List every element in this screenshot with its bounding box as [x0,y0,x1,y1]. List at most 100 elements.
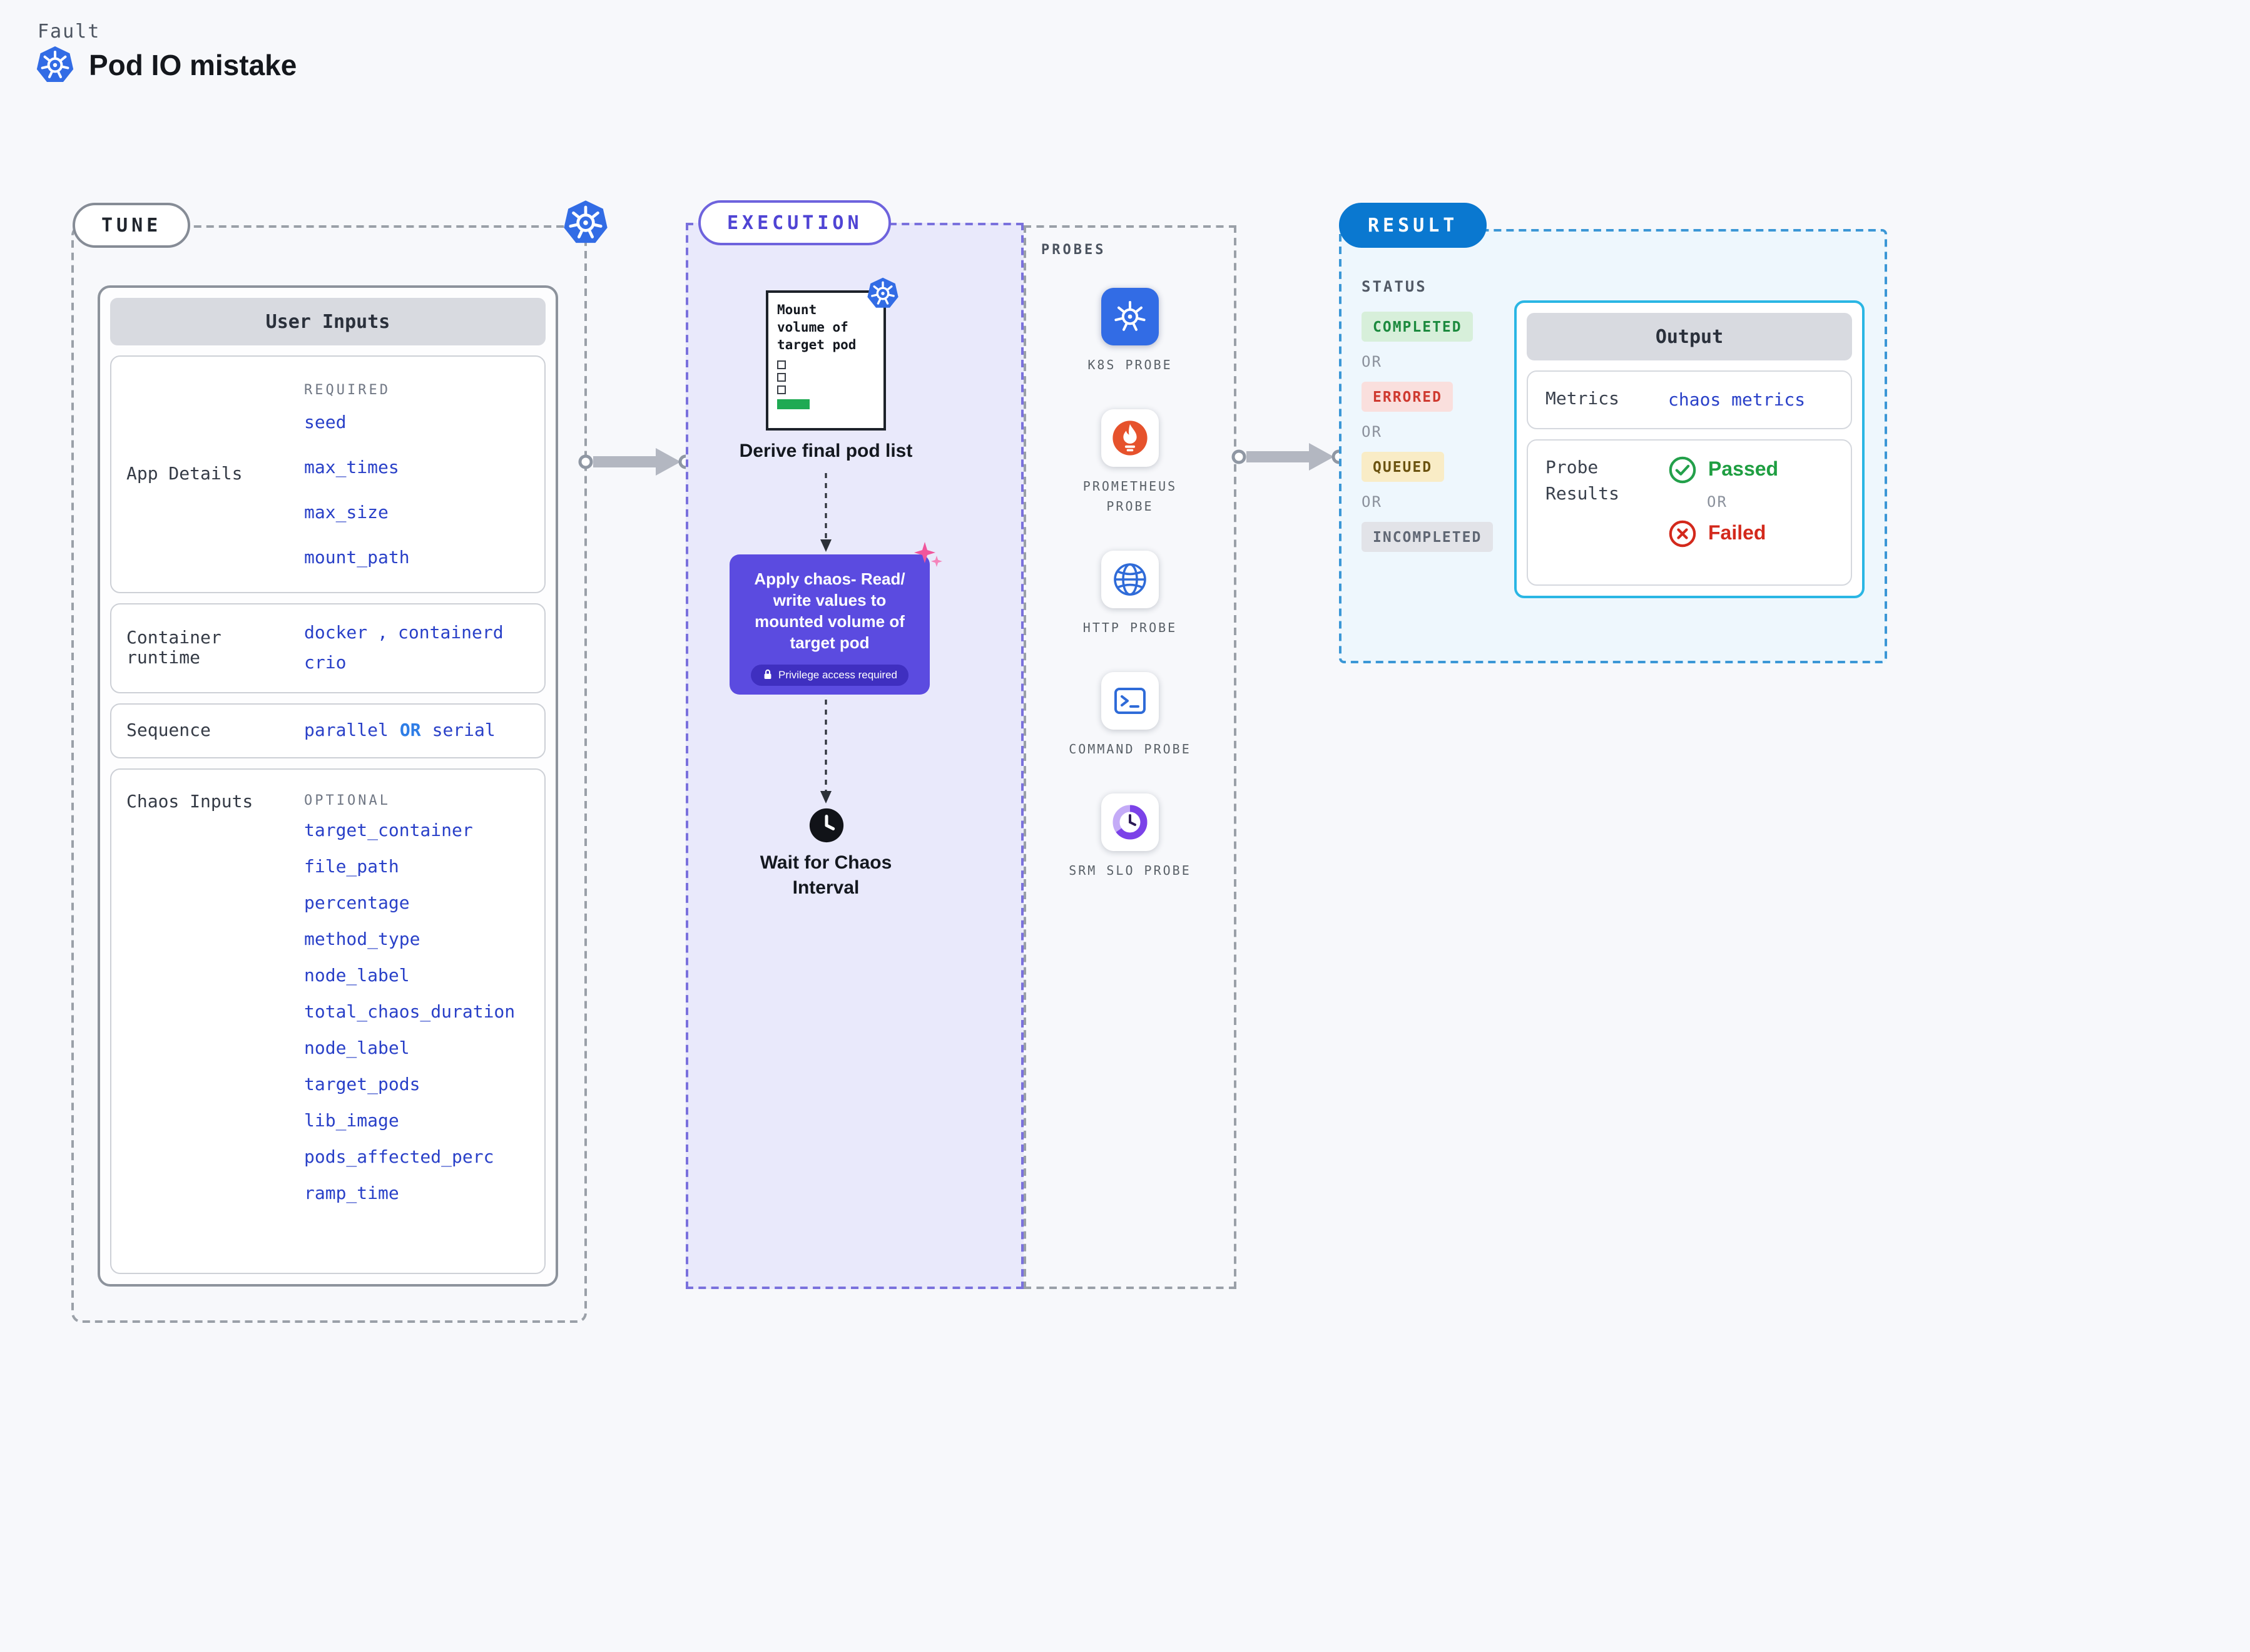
note-checklist [777,360,875,394]
passed-line: Passed [1668,456,1778,484]
page-title: Pod IO mistake [89,48,297,81]
required-tag: REQUIRED [304,381,390,397]
apply-chaos-step: Apply chaos- Read/ write values to mount… [730,542,942,695]
status-or: OR [1362,353,1382,370]
app-details-row: App Details REQUIRED seed max_times max_… [110,355,546,593]
gauge-icon [1101,793,1159,851]
chaos-inputs-row: Chaos Inputs OPTIONAL target_container f… [110,768,546,1274]
optional-tag: OPTIONAL [304,792,390,808]
status-title: STATUS [1362,278,1427,295]
failed-line: Failed [1668,519,1778,548]
status-badge-errored: ERRORED [1362,382,1453,412]
chaos-inputs-label: Chaos Inputs [126,792,253,812]
check-circle-icon [1669,456,1696,484]
probe-name: HTTP PROBE [1082,622,1178,636]
param-link-target-container[interactable]: target_container [304,821,473,841]
param-link-max-times[interactable]: max_times [304,457,399,477]
metrics-label: Metrics [1545,389,1620,409]
kubernetes-icon [36,46,74,82]
container-runtime-row: Container runtime docker, containerd crio [110,603,546,693]
param-link-percentage[interactable]: percentage [304,894,410,914]
probe-results-row: Probe Results Passed OR Failed [1527,439,1852,586]
app-details-label: App Details [126,464,243,484]
status-or: OR [1362,493,1382,511]
user-inputs-card: User Inputs App Details REQUIRED seed ma… [98,285,558,1287]
param-link-node-label-2[interactable]: node_label [304,1039,410,1059]
dashed-arrow-down-icon [820,473,832,552]
app-details-content: REQUIRED seed max_times max_size mount_p… [304,369,529,579]
param-link-max-size[interactable]: max_size [304,502,389,523]
sequence-row: Sequence parallel OR serial [110,703,546,758]
param-link-serial[interactable]: serial [432,721,496,741]
runtime-values: docker, containerd crio [304,623,529,673]
param-link-pods-affected-perc[interactable]: pods_affected_perc [304,1148,494,1168]
output-card: Output Metrics chaos metrics Probe Resul… [1514,300,1865,598]
param-link-docker[interactable]: docker [304,623,368,643]
dashed-arrow-down-icon [820,700,832,803]
apply-chaos-text: Apply chaos- Read/ write values to mount… [754,569,905,653]
chaos-inputs-params: target_container file_path percentage me… [304,821,529,1204]
param-link-total-chaos-duration[interactable]: total_chaos_duration [304,1002,516,1022]
kubernetes-icon [1101,288,1159,345]
param-link-containerd[interactable]: containerd [398,623,504,643]
sequence-values: parallel OR serial [304,721,529,741]
checkbox-icon [777,385,786,394]
kubernetes-icon [867,277,898,308]
probe-name: K8S PROBE [1087,359,1173,373]
lock-icon [764,670,771,680]
clock-icon [809,808,844,843]
param-link-parallel[interactable]: parallel [304,721,389,741]
tune-label: TUNE [73,203,191,248]
probe-results-label: Probe Results [1545,458,1620,504]
status-or: OR [1362,423,1382,441]
progress-bar [777,399,810,409]
privilege-badge-text: Privilege access required [778,668,897,681]
probe-command: COMMAND PROBE [1065,672,1195,761]
param-link-node-label[interactable]: node_label [304,966,410,986]
terminal-icon [1101,672,1159,730]
fault-eyebrow: Fault [38,20,101,43]
param-link-target-pods[interactable]: target_pods [304,1075,420,1095]
status-badge-queued: QUEUED [1362,452,1444,482]
probes-label: PROBES [1041,242,1106,258]
checkbox-icon [777,372,786,382]
result-label: RESULT [1339,203,1487,248]
param-link-file-path[interactable]: file_path [304,857,399,877]
param-link-seed[interactable]: seed [304,412,347,432]
mount-volume-note: Mount volume of target pod [766,277,898,431]
chaos-metrics-link[interactable]: chaos metrics [1668,390,1806,410]
param-link-crio[interactable]: crio [304,653,347,673]
passed-label: Passed [1708,459,1779,480]
comma-separator: , [377,623,389,643]
metrics-row: Metrics chaos metrics [1527,370,1852,429]
probe-name: COMMAND PROBE [1069,743,1191,757]
arrow-execution-to-result [1231,443,1346,471]
param-link-mount-path[interactable]: mount_path [304,548,410,568]
tune-section [71,225,587,1323]
wait-step [807,806,846,850]
status-badge-incompleted: INCOMPLETED [1362,522,1494,552]
container-runtime-content: docker, containerd crio [304,617,529,680]
checkbox-icon [777,360,786,369]
container-runtime-label: Container runtime [126,628,221,668]
param-link-lib-image[interactable]: lib_image [304,1111,399,1131]
derive-pod-list-caption: Derive final pod list [739,441,913,462]
output-or: OR [1707,493,1728,511]
kubernetes-icon [564,200,608,243]
probes-section: PROBES K8S PROBE [1024,225,1236,1289]
probe-results-values: Passed OR Failed [1668,456,1778,569]
sparkle-icon [914,542,942,567]
app-details-params: seed max_times max_size mount_path [304,412,529,568]
note-text: Mount volume of target pod [777,303,857,354]
sequence-or: OR [399,721,421,741]
sequence-content: parallel OR serial [304,717,529,745]
param-link-method-type[interactable]: method_type [304,930,420,950]
param-link-ramp-time[interactable]: ramp_time [304,1184,399,1204]
probe-name: SRM SLO PROBE [1069,865,1191,879]
prometheus-icon [1101,409,1159,467]
status-badge-completed: COMPLETED [1362,312,1474,342]
privilege-badge: Privilege access required [751,664,909,686]
chaos-inputs-content: OPTIONAL target_container file_path perc… [304,782,529,1260]
wait-caption: Wait for Chaos Interval [760,852,892,899]
